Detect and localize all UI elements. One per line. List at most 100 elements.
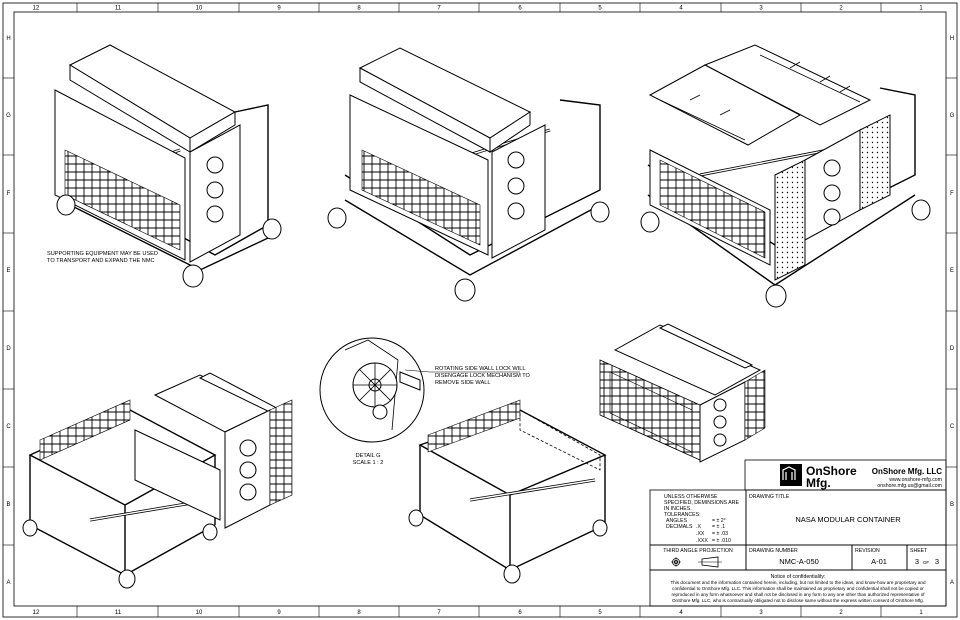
row-label-right: E [950,268,954,274]
view-container-on-cart-alt [327,47,610,302]
col-label-bottom: 11 [115,610,122,616]
row-label-left: A [6,580,10,586]
company-website: www.onshore-mfg.com [889,477,942,483]
view-cart-frame [408,399,608,584]
col-label-top: 2 [839,6,843,12]
support-note-line2: TO TRANSPORT AND EXPAND THE NMC [47,258,155,264]
confidentiality-cell [649,569,947,607]
col-label-top: 10 [196,6,203,12]
zone-ticks [3,3,957,617]
col-label-top: 12 [33,6,40,12]
detail-g-scale: SCALE 1 : 2 [353,460,384,466]
row-label-left: D [6,346,11,352]
support-note-line1: SUPPORTING EQUIPMENT MAY BE USED [47,251,158,257]
detail-g-title: DETAIL G [356,453,381,459]
view-standalone-container [599,323,766,463]
col-label-bottom: 4 [679,610,683,616]
logo-text-line2: Mfg. [806,476,831,490]
unless-line: SPECIFIED, DEMINSIONS ARE [664,500,739,506]
row-label-right: A [950,580,954,586]
col-label-top: 3 [759,6,763,12]
lock-note-line1: ROTATING SIDE WALL LOCK WILL [435,366,525,372]
col-label-top: 11 [115,6,122,12]
row-labels-right: H G F E D C B A [950,36,955,586]
title-block-text: OnShore Mfg. OnShore Mfg. LLC www.onshor… [663,464,942,603]
sheet-label: SHEET [910,548,928,554]
drawing-number-label: DRAWING NUMBER [749,548,798,554]
row-label-right: C [950,424,955,430]
column-labels-bottom: 12 11 10 9 8 7 6 5 4 3 2 1 [33,610,924,616]
col-label-bottom: 3 [759,610,763,616]
col-label-bottom: 7 [437,610,441,616]
decimal-x: .X [696,524,701,530]
lock-note-line3: REMOVE SIDE WALL [435,380,490,386]
col-label-bottom: 6 [518,610,522,616]
row-label-left: H [6,36,10,42]
col-label-top: 8 [357,6,361,12]
decimal-xx: .XX [696,531,705,537]
confidentiality-line: reproduced in any form whatsoever and sh… [671,592,925,597]
lock-note-line2: DISENGAGE LOCK MECHANISM TO [435,373,531,379]
decimal-xx-tolerance: = ± .03 [712,531,728,537]
col-label-bottom: 2 [839,610,843,616]
inner-border [13,11,947,607]
support-note: SUPPORTING EQUIPMENT MAY BE USED TO TRAN… [47,251,158,264]
decimals-label: DECIMALS [666,524,693,530]
unless-line: UNLESS OTHERWISE [664,494,718,500]
view-expanding-to-cart [22,372,293,589]
confidentiality-line: confidential to OnShore Mfg. LLC. This i… [672,586,924,591]
unless-line: TOLERANCES: [664,512,701,518]
lock-note: ROTATING SIDE WALL LOCK WILL DISENGAGE L… [435,366,531,386]
col-label-bottom: 1 [919,610,923,616]
row-label-right: F [950,191,954,197]
row-label-right: D [950,346,955,352]
row-label-right: B [950,502,954,508]
confidentiality-title: Notice of confidentiality: [771,574,826,580]
col-label-top: 5 [598,6,602,12]
confidentiality-line: OnShore Mfg. LLC, who is contractually o… [672,598,924,603]
row-label-left: G [6,113,11,119]
projection-icon [671,556,722,568]
view-container-on-cart [54,44,282,288]
decimal-xxx-tolerance: = ± .010 [712,538,731,544]
row-label-left: E [6,268,10,274]
col-label-top: 1 [919,6,923,12]
row-label-right: G [950,113,955,119]
sheet-of: OF [923,560,930,565]
col-label-bottom: 10 [196,610,203,616]
revision-label: REVISION [855,548,880,554]
company-email: onshore.mfg.us@gmail.com [877,483,942,489]
projection-label: THIRD ANGLE PROJECTION [663,548,733,554]
col-label-bottom: 5 [598,610,602,616]
row-label-left: B [6,502,10,508]
row-labels-left: H G F E D C B A [6,36,11,586]
logo-text-line1: OnShore [806,464,857,478]
drawing-number: NMC-A-050 [779,557,819,566]
col-label-bottom: 9 [277,610,281,616]
row-label-right: H [950,36,954,42]
col-label-top: 4 [679,6,683,12]
decimal-xxx: .XXX [696,538,708,544]
col-label-top: 6 [518,6,522,12]
drawing-title: NASA MODULAR CONTAINER [795,515,901,524]
confidentiality-line: This document and the information contai… [670,580,926,585]
angles-label: ANGLES [666,518,688,524]
company-name: OnShore Mfg. LLC [872,467,942,476]
row-label-left: F [7,191,11,197]
view-expanded-on-cart [640,44,931,308]
revision-value: A-01 [871,557,887,566]
col-label-bottom: 12 [33,610,40,616]
angles-tolerance: = ± 2° [712,518,726,524]
row-label-left: C [6,424,11,430]
logo-icon [780,464,802,486]
col-label-top: 7 [437,6,441,12]
unless-line: IN INCHES. [664,506,692,512]
drawing-title-label: DRAWING TITLE [749,494,790,500]
sheet-total: 3 [935,557,939,566]
detail-g-view [319,337,520,443]
sheet-number: 3 [915,557,919,566]
column-labels-top: 12 11 10 9 8 7 6 5 4 3 2 1 [33,6,924,12]
col-label-top: 9 [277,6,281,12]
